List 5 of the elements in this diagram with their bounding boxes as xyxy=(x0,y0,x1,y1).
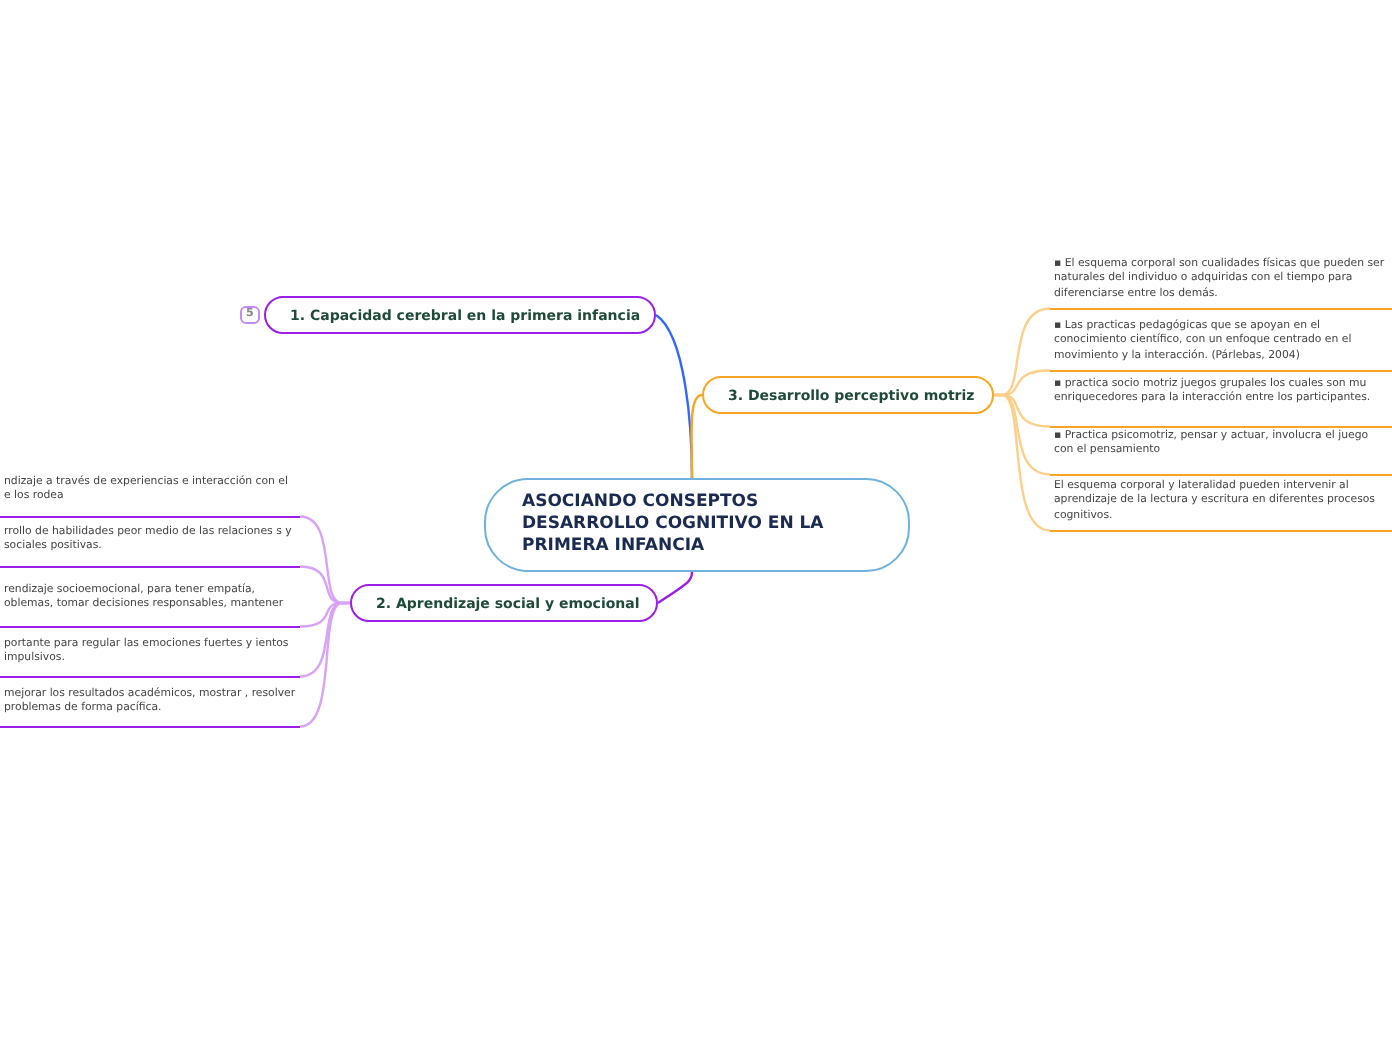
connector-line xyxy=(994,393,1051,532)
central-topic-box: ASOCIANDO CONSEPTOS DESARROLLO COGNITIVO EN LA PRIMERA INFANCIA xyxy=(484,478,910,572)
connector-line xyxy=(690,393,703,478)
connector-line xyxy=(299,601,350,728)
connector-line xyxy=(657,571,694,604)
